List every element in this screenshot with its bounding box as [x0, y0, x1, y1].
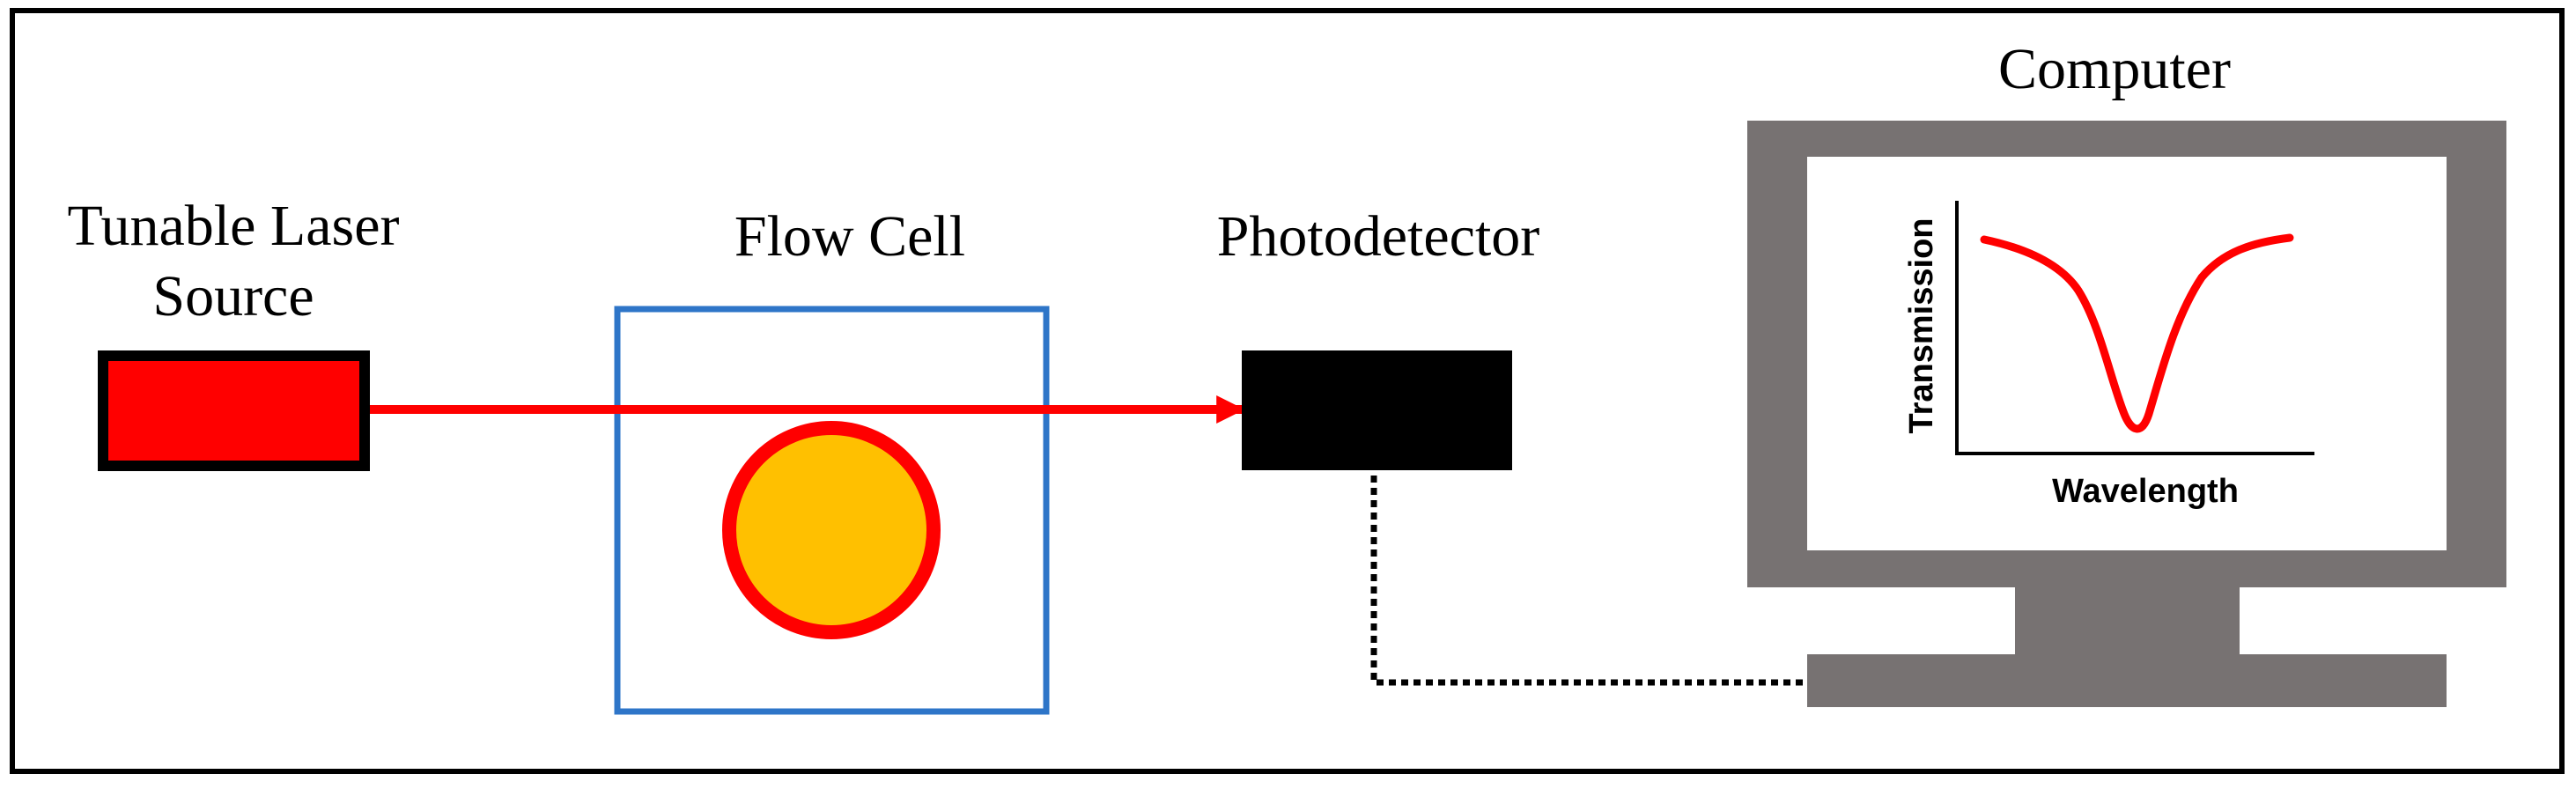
computer-monitor: [1747, 121, 2506, 707]
photodetector: [1242, 350, 1512, 470]
particle: [722, 421, 941, 639]
tunable-laser-source: [98, 350, 370, 471]
flow-cell: [614, 306, 1050, 715]
plot-axes: [1955, 201, 2314, 455]
flow-cell-label: Flow Cell: [734, 204, 965, 269]
plot-y-label: Transmission: [1903, 218, 1940, 434]
monitor-base: [1807, 654, 2447, 707]
laser-label-line2: Source: [152, 264, 314, 328]
laser-label-line1: Tunable Laser: [68, 194, 400, 258]
computer-label: Computer: [1998, 37, 2231, 101]
transmission-dip-curve: [1980, 233, 2294, 433]
transmission-plot: Wavelength Transmission: [1903, 201, 2314, 510]
plot-x-label: Wavelength: [2052, 473, 2239, 510]
monitor-neck: [2015, 587, 2240, 654]
photodetector-label: Photodetector: [1217, 204, 1540, 269]
signal-cable: [1370, 476, 1807, 686]
monitor-screen: [1807, 157, 2447, 550]
